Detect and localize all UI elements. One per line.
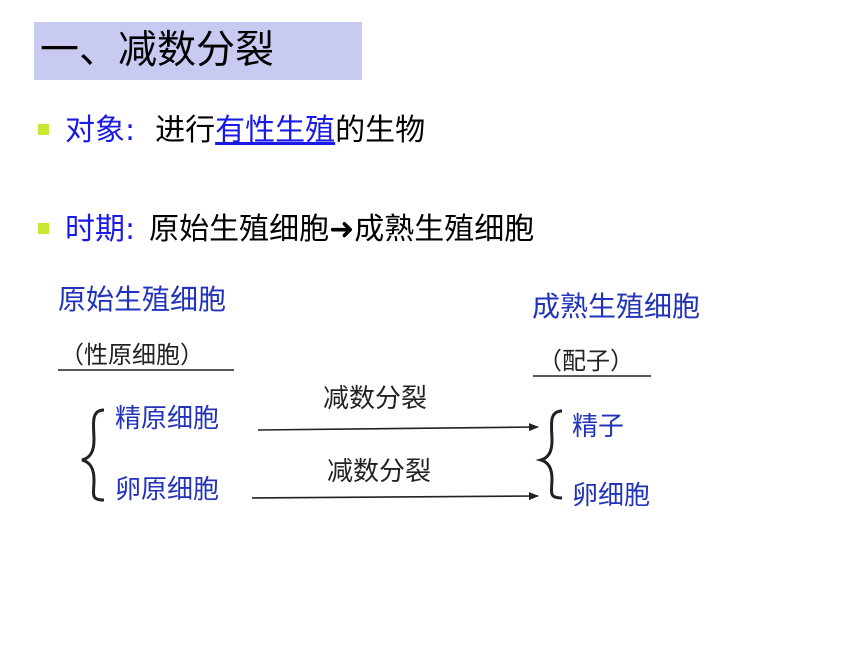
diagram-left-subtitle: （性原细胞） <box>60 341 204 369</box>
right-brace <box>535 409 563 500</box>
bullet-text-before: 进行 <box>155 113 216 148</box>
bullet-text-period: 原始生殖细胞➜成熟生殖细胞 <box>149 212 535 247</box>
bullet-period: 时期: 原始生殖细胞➜成熟生殖细胞 <box>38 211 534 249</box>
arrow-meiosis-2 <box>251 492 539 501</box>
arrow-meiosis-1 <box>257 423 539 432</box>
bullet-label-period: 时期: <box>65 212 136 247</box>
bullet-square-icon <box>38 124 49 135</box>
target-egg: 卵细胞 <box>572 481 651 511</box>
title-background <box>34 22 362 80</box>
bullet-label-object: 对象: <box>65 113 136 148</box>
bullet-object: 对象: 进行有性生殖的生物 <box>38 112 425 150</box>
diagram-left-title: 原始生殖细胞 <box>58 283 227 316</box>
diagram-right-subtitle: （配子） <box>538 347 634 375</box>
source-spermatogonium: 精原细胞 <box>115 404 220 434</box>
bullet-text-after: 的生物 <box>335 113 426 148</box>
process-meiosis-2: 减数分裂 <box>327 457 432 487</box>
slide-title: 一、减数分裂 <box>40 28 275 73</box>
sexual-reproduction-link[interactable]: 有性生殖 <box>215 113 336 148</box>
source-oogonium: 卵原细胞 <box>115 475 220 505</box>
bullet-square-icon <box>38 223 49 234</box>
diagram-right-title: 成熟生殖细胞 <box>532 290 701 323</box>
process-meiosis-1: 减数分裂 <box>323 384 428 414</box>
target-sperm: 精子 <box>572 412 625 442</box>
left-brace <box>81 408 105 502</box>
